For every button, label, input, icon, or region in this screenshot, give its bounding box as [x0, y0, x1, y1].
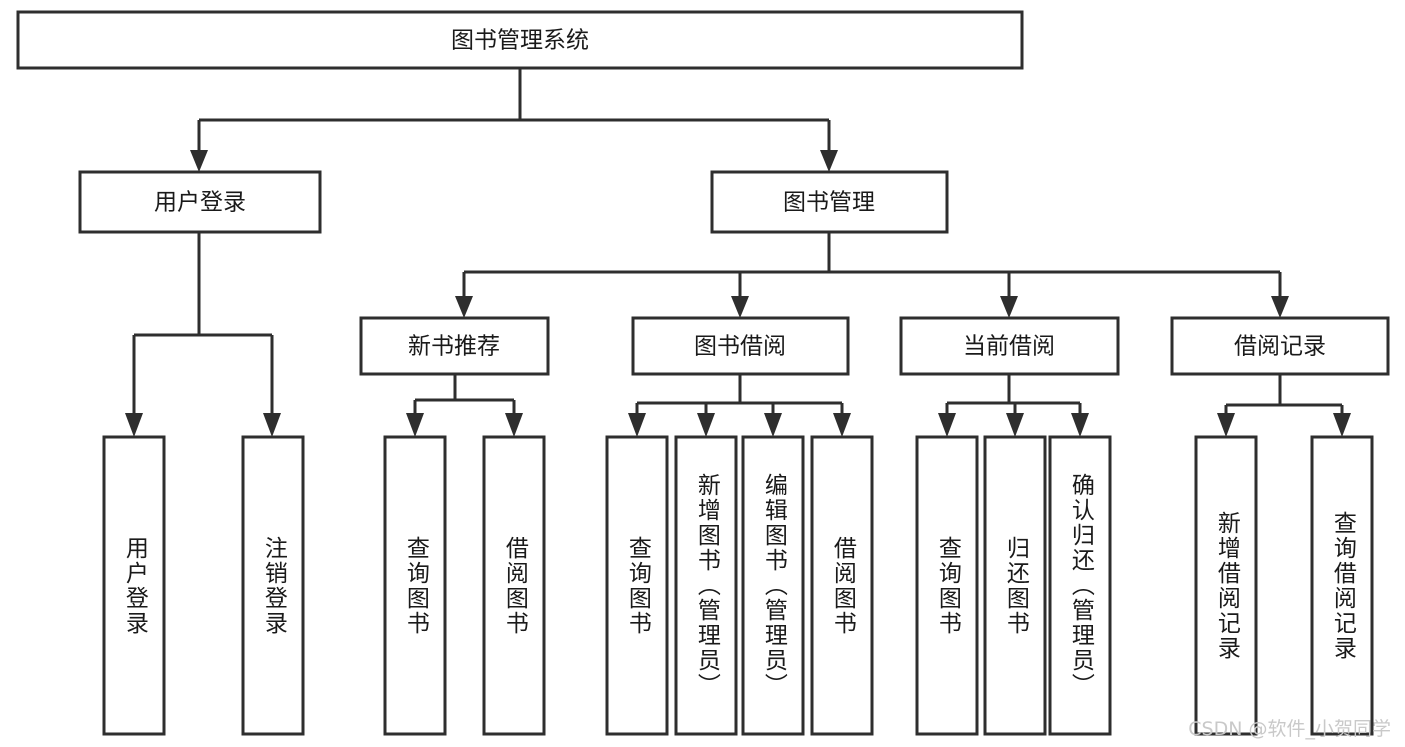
- node-borrow-records-label: 借阅记录: [1234, 334, 1326, 360]
- node-root-label: 图书管理系统: [451, 28, 589, 54]
- connectors-root-to-level2: [190, 68, 838, 172]
- arrow-head-cb-2: [1006, 413, 1024, 437]
- node-root-rect[interactable]: [16, 10, 1024, 70]
- arrow-head-bw-1: [628, 413, 646, 437]
- arrow-head-borrow: [731, 296, 749, 318]
- node-user-login[interactable]: 用户登录: [78, 170, 322, 234]
- node-new-book-recommend[interactable]: 新书推荐: [359, 316, 550, 376]
- connectors-current-to-leaves: [938, 374, 1089, 437]
- leaf-rect-add-book-admin[interactable]: [674, 435, 738, 736]
- leaf-rect-borrow-book-nb[interactable]: [482, 435, 546, 736]
- node-user-login-label: 用户登录: [154, 190, 246, 216]
- arrow-head-rc-2: [1333, 413, 1351, 437]
- leaf-rect-confirm-return-admin[interactable]: [1048, 435, 1112, 736]
- leaf-rect-query-borrow-record[interactable]: [1310, 435, 1374, 736]
- node-root[interactable]: 图书管理系统: [16, 10, 1024, 70]
- node-book-borrow-rect[interactable]: [631, 316, 850, 376]
- arrow-head-user-login: [190, 150, 208, 172]
- node-book-management[interactable]: 图书管理: [710, 170, 949, 234]
- arrow-head-cb-3: [1071, 413, 1089, 437]
- arrow-head-cb-1: [938, 413, 956, 437]
- node-borrow-records-rect[interactable]: [1170, 316, 1390, 376]
- connectors-borrow-to-leaves: [628, 374, 851, 437]
- leaf-rect-query-book-nb[interactable]: [383, 435, 447, 736]
- connectors-user-login-to-leaves: [125, 232, 281, 437]
- arrow-head-rc-1: [1217, 413, 1235, 437]
- node-book-management-label: 图书管理: [783, 190, 875, 216]
- arrow-head-bw-2: [697, 413, 715, 437]
- arrow-head-bw-4: [833, 413, 851, 437]
- arrow-head-leaf-logout: [263, 413, 281, 437]
- leaf-rects: [102, 435, 1374, 736]
- node-user-login-rect[interactable]: [78, 170, 322, 234]
- connectors-new-book-to-leaves: [406, 374, 523, 437]
- leaf-rect-logout[interactable]: [241, 435, 305, 736]
- node-book-management-rect[interactable]: [710, 170, 949, 234]
- node-borrow-records[interactable]: 借阅记录: [1170, 316, 1390, 376]
- arrow-head-records: [1271, 296, 1289, 318]
- connectors-records-to-leaves: [1217, 374, 1351, 437]
- arrow-head-nb-1: [406, 413, 424, 437]
- leaf-rect-add-borrow-record[interactable]: [1194, 435, 1258, 736]
- leaf-rect-return-book[interactable]: [983, 435, 1047, 736]
- leaf-rect-edit-book-admin[interactable]: [741, 435, 805, 736]
- leaf-rect-query-book-cb[interactable]: [915, 435, 979, 736]
- leaf-rect-user-login[interactable]: [102, 435, 166, 736]
- node-current-borrow-label: 当前借阅: [963, 334, 1055, 360]
- arrow-head-new-book: [455, 296, 473, 318]
- node-new-book-recommend-label: 新书推荐: [408, 334, 500, 360]
- arrow-head-leaf-user-login: [125, 413, 143, 437]
- arrow-head-current: [1000, 296, 1018, 318]
- csdn-watermark: CSDN @软件_小贺同学: [1188, 718, 1391, 740]
- node-book-borrow-label: 图书借阅: [694, 334, 786, 360]
- node-current-borrow-rect[interactable]: [899, 316, 1120, 376]
- leaf-rect-query-book-bw[interactable]: [605, 435, 669, 736]
- node-new-book-recommend-rect[interactable]: [359, 316, 550, 376]
- arrow-head-bw-3: [764, 413, 782, 437]
- arrow-head-book-mgmt: [820, 150, 838, 172]
- connectors-book-mgmt-to-level3: [455, 232, 1289, 318]
- node-book-borrow[interactable]: 图书借阅: [631, 316, 850, 376]
- node-current-borrow[interactable]: 当前借阅: [899, 316, 1120, 376]
- leaf-rect-borrow-book-bw[interactable]: [810, 435, 874, 736]
- arrow-head-nb-2: [505, 413, 523, 437]
